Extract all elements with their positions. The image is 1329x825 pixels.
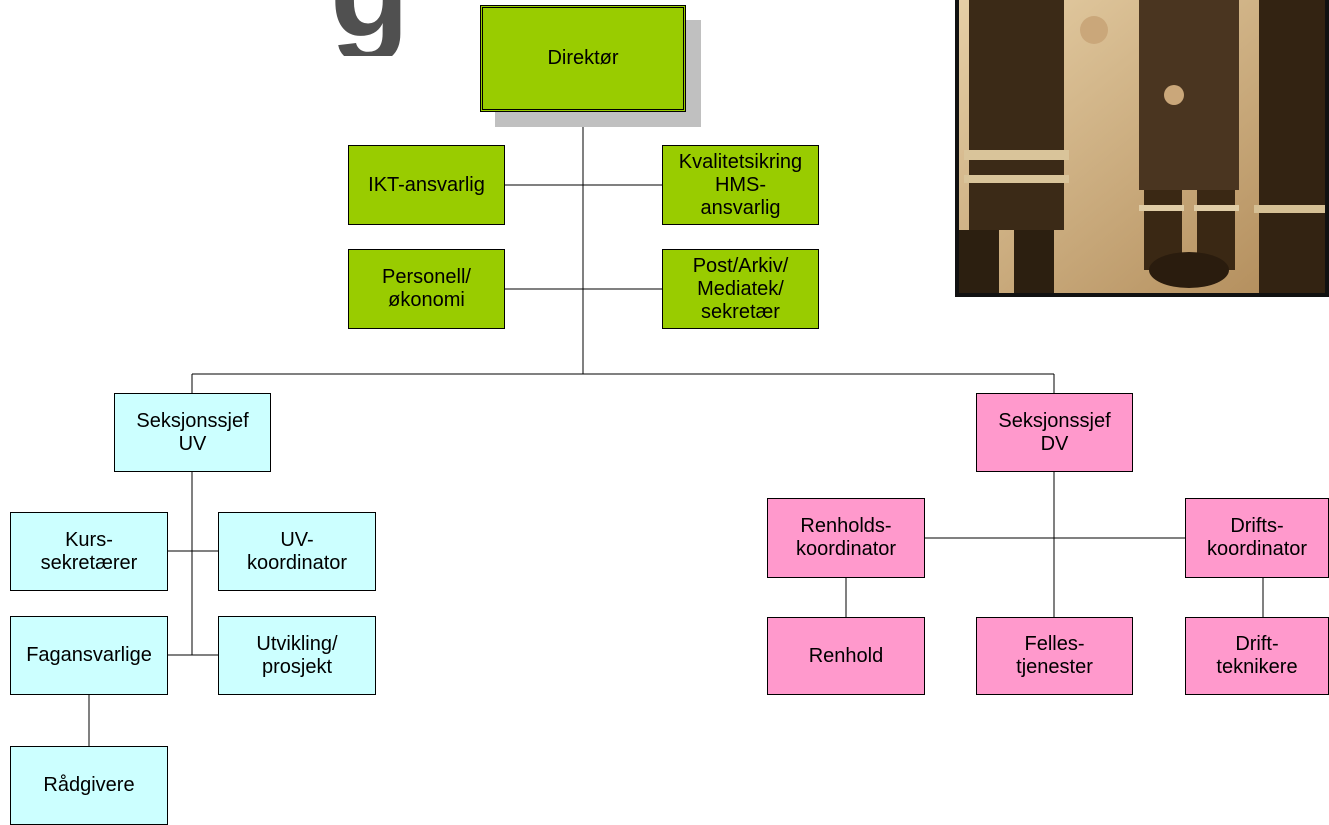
node-fagansvarlige: Fagansvarlige [10,616,168,695]
photo-illustration [959,0,1325,293]
node-felles: Felles- tjenester [976,617,1133,695]
node-ikt: IKT-ansvarlig [348,145,505,225]
node-kurs: Kurs- sekretærer [10,512,168,591]
node-personell: Personell/ økonomi [348,249,505,329]
node-seksjonssjef-uv: Seksjonssjef UV [114,393,271,472]
firefighters-photo [955,0,1329,297]
node-post: Post/Arkiv/ Mediatek/ sekretær [662,249,819,329]
node-kvalitet: Kvalitetsikring HMS- ansvarlig [662,145,819,225]
node-drifts-koordinator: Drifts- koordinator [1185,498,1329,578]
node-radgivere: Rådgivere [10,746,168,825]
node-drift-teknikere: Drift- teknikere [1185,617,1329,695]
title-text: g [330,0,409,56]
node-renhold: Renhold [767,617,925,695]
node-seksjonssjef-dv: Seksjonssjef DV [976,393,1133,472]
node-director: Direktør [480,5,686,112]
node-uv-koordinator: UV- koordinator [218,512,376,591]
title-fragment: g [200,0,420,56]
node-renholds-koordinator: Renholds- koordinator [767,498,925,578]
node-utvikling: Utvikling/ prosjekt [218,616,376,695]
